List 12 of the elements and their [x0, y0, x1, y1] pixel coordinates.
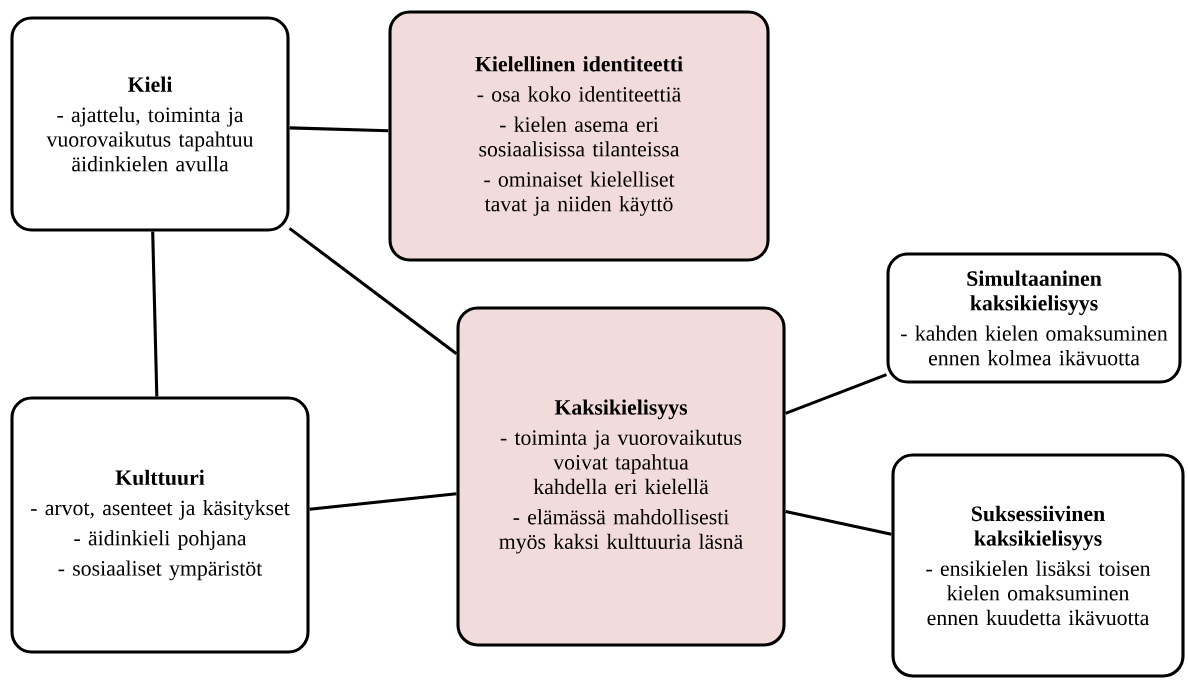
concept-box: Suksessiivinen kaksikielisyys - ensikielen lisäksi toisen kielen omaksuminen ennen kuudetta ikävuotta [891, 453, 1185, 678]
connector-line [785, 373, 887, 415]
concept-box: Kulttuuri - arvot, asenteet ja käsitykset - äidinkieli pohjana - sosiaaliset ympäristöt [10, 396, 310, 654]
concept-box: Simultaaninen kaksikielisyys - kahden kielen omaksuminen ennen kolmea ikävuotta [886, 252, 1182, 384]
concept-box: Kaksikielisyys - toiminta ja vuorovaikutus voivat tapahtua kahdella eri kielellä - elämässä mahdollisesti myös kaksi kulttuuria läsnä [456, 306, 786, 647]
connector-line [151, 231, 159, 397]
concept-box: Kielellinen identiteetti - osa koko identiteettiä - kielen asema eri sosiaalisissa tilanteissa - ominaiset kielelliset tavat ja niiden käyttö [388, 10, 770, 262]
connector-line [289, 126, 389, 133]
connector-line [785, 510, 892, 536]
connector-line [288, 227, 458, 355]
concept-box: Kieli - ajattelu, toiminta ja vuorovaikutus tapahtuu äidinkielen avulla [10, 16, 290, 232]
connector-line [309, 492, 457, 511]
